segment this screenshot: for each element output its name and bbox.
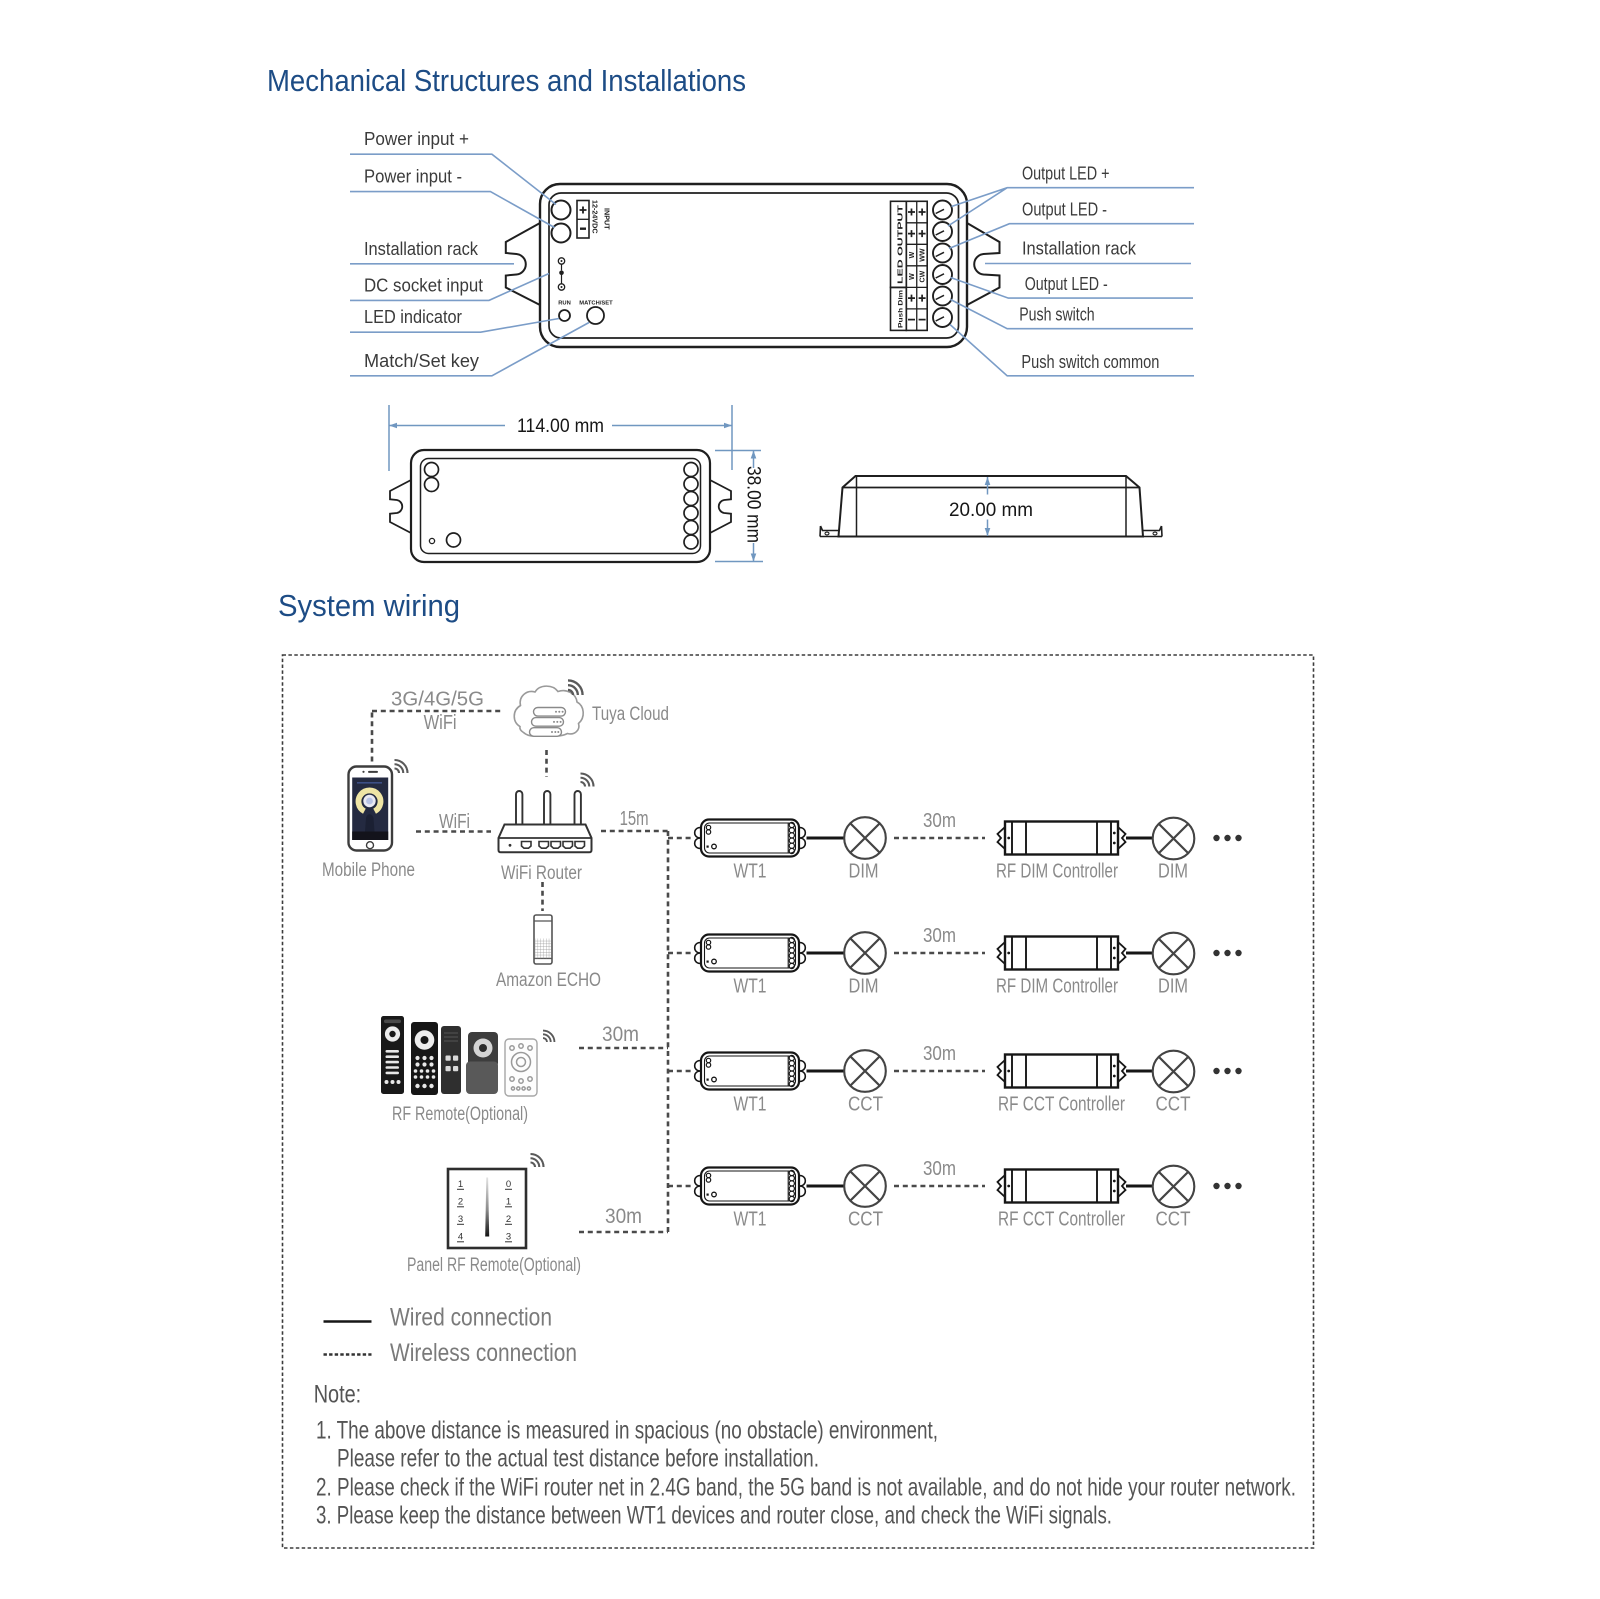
svg-text:3. Please keep the distance be: 3. Please keep the distance between WT1 … — [316, 1502, 1112, 1530]
svg-text:Tuya Cloud: Tuya Cloud — [592, 704, 669, 725]
svg-text:DIM: DIM — [849, 976, 879, 998]
svg-text:W: W — [909, 273, 916, 280]
svg-text:Panel RF Remote(Optional): Panel RF Remote(Optional) — [407, 1255, 581, 1276]
svg-text:Installation rack: Installation rack — [1022, 238, 1137, 259]
svg-text:CCT: CCT — [848, 1094, 883, 1116]
svg-text:2: 2 — [458, 1197, 463, 1208]
svg-text:RF Remote(Optional): RF Remote(Optional) — [392, 1104, 528, 1125]
svg-text:RF DIM Controller: RF DIM Controller — [996, 861, 1118, 883]
svg-text:RF CCT Controller: RF CCT Controller — [998, 1209, 1125, 1231]
svg-text:Please refer to the actual tes: Please refer to the actual test distance… — [337, 1445, 819, 1473]
svg-text:LED OUTPUT: LED OUTPUT — [898, 204, 905, 284]
svg-text:CCT: CCT — [848, 1209, 883, 1231]
svg-text:WW: WW — [920, 248, 927, 262]
svg-text:2: 2 — [506, 1214, 511, 1225]
svg-text:Note:: Note: — [314, 1381, 362, 1409]
svg-text:15m: 15m — [620, 808, 649, 830]
svg-text:WiFi: WiFi — [439, 811, 470, 833]
svg-text:Power input +: Power input + — [364, 128, 469, 149]
svg-text:Output LED -: Output LED - — [1022, 199, 1107, 220]
svg-text:30m: 30m — [605, 1205, 642, 1228]
svg-text:30m: 30m — [602, 1023, 639, 1046]
svg-text:WT1: WT1 — [734, 976, 767, 998]
svg-text:RF CCT Controller: RF CCT Controller — [998, 1094, 1125, 1116]
svg-text:1: 1 — [458, 1179, 463, 1190]
svg-text:RF DIM Controller: RF DIM Controller — [996, 976, 1118, 998]
svg-text:DIM: DIM — [1158, 861, 1188, 883]
svg-text:Push switch: Push switch — [1019, 304, 1094, 325]
svg-text:WT1: WT1 — [734, 1094, 767, 1116]
svg-text:30m: 30m — [923, 810, 956, 832]
svg-text:114.00 mm: 114.00 mm — [517, 416, 604, 437]
svg-text:0: 0 — [506, 1179, 511, 1190]
svg-text:Amazon ECHO: Amazon ECHO — [496, 970, 601, 991]
svg-text:CW: CW — [920, 270, 927, 282]
svg-text:4: 4 — [458, 1232, 463, 1243]
svg-text:3G/4G/5G: 3G/4G/5G — [391, 689, 484, 711]
svg-text:Installation rack: Installation rack — [364, 238, 479, 259]
svg-text:MATCH/SET: MATCH/SET — [579, 301, 613, 307]
svg-text:30m: 30m — [923, 925, 956, 947]
svg-text:WT1: WT1 — [734, 1209, 767, 1231]
svg-text:30m: 30m — [923, 1043, 956, 1065]
svg-text:DIM: DIM — [849, 861, 879, 883]
svg-text:LED indicator: LED indicator — [364, 306, 462, 327]
svg-text:Output LED +: Output LED + — [1022, 163, 1110, 184]
svg-text:RUN: RUN — [558, 301, 571, 307]
svg-text:1. The above distance is measu: 1. The above distance is measured in spa… — [316, 1417, 938, 1445]
svg-text:3: 3 — [506, 1232, 511, 1243]
svg-text:Wired connection: Wired connection — [390, 1304, 552, 1332]
svg-text:DIM: DIM — [1158, 976, 1188, 998]
svg-text:2. Please check if the WiFi ro: 2. Please check if the WiFi router net i… — [316, 1474, 1296, 1502]
svg-text:WiFi Router: WiFi Router — [501, 863, 583, 884]
svg-text:Push Dim: Push Dim — [898, 290, 905, 328]
svg-text:1: 1 — [506, 1197, 511, 1208]
svg-text:Push switch common: Push switch common — [1021, 351, 1159, 372]
svg-text:CCT: CCT — [1156, 1209, 1191, 1231]
svg-text:WiFi: WiFi — [424, 712, 457, 734]
svg-text:WT1: WT1 — [734, 861, 767, 883]
svg-text:Power input -: Power input - — [364, 166, 462, 187]
svg-text:12-24VDC: 12-24VDC — [591, 200, 600, 234]
svg-text:20.00 mm: 20.00 mm — [949, 500, 1033, 521]
svg-text:38.00 mm: 38.00 mm — [743, 466, 764, 543]
svg-text:Mechanical Structures and Inst: Mechanical Structures and Installations — [267, 63, 746, 98]
svg-text:3: 3 — [458, 1214, 463, 1225]
svg-text:CCT: CCT — [1156, 1094, 1191, 1116]
svg-text:30m: 30m — [923, 1158, 956, 1180]
svg-text:Wireless connection: Wireless connection — [390, 1339, 577, 1367]
svg-text:Match/Set key: Match/Set key — [364, 350, 480, 371]
svg-text:System wiring: System wiring — [278, 588, 460, 623]
svg-text:Output LED -: Output LED - — [1025, 273, 1108, 294]
svg-text:W: W — [909, 251, 916, 258]
svg-text:DC socket input: DC socket input — [364, 275, 483, 296]
svg-text:Mobile Phone: Mobile Phone — [322, 860, 415, 881]
svg-text:INPUT: INPUT — [603, 208, 612, 230]
